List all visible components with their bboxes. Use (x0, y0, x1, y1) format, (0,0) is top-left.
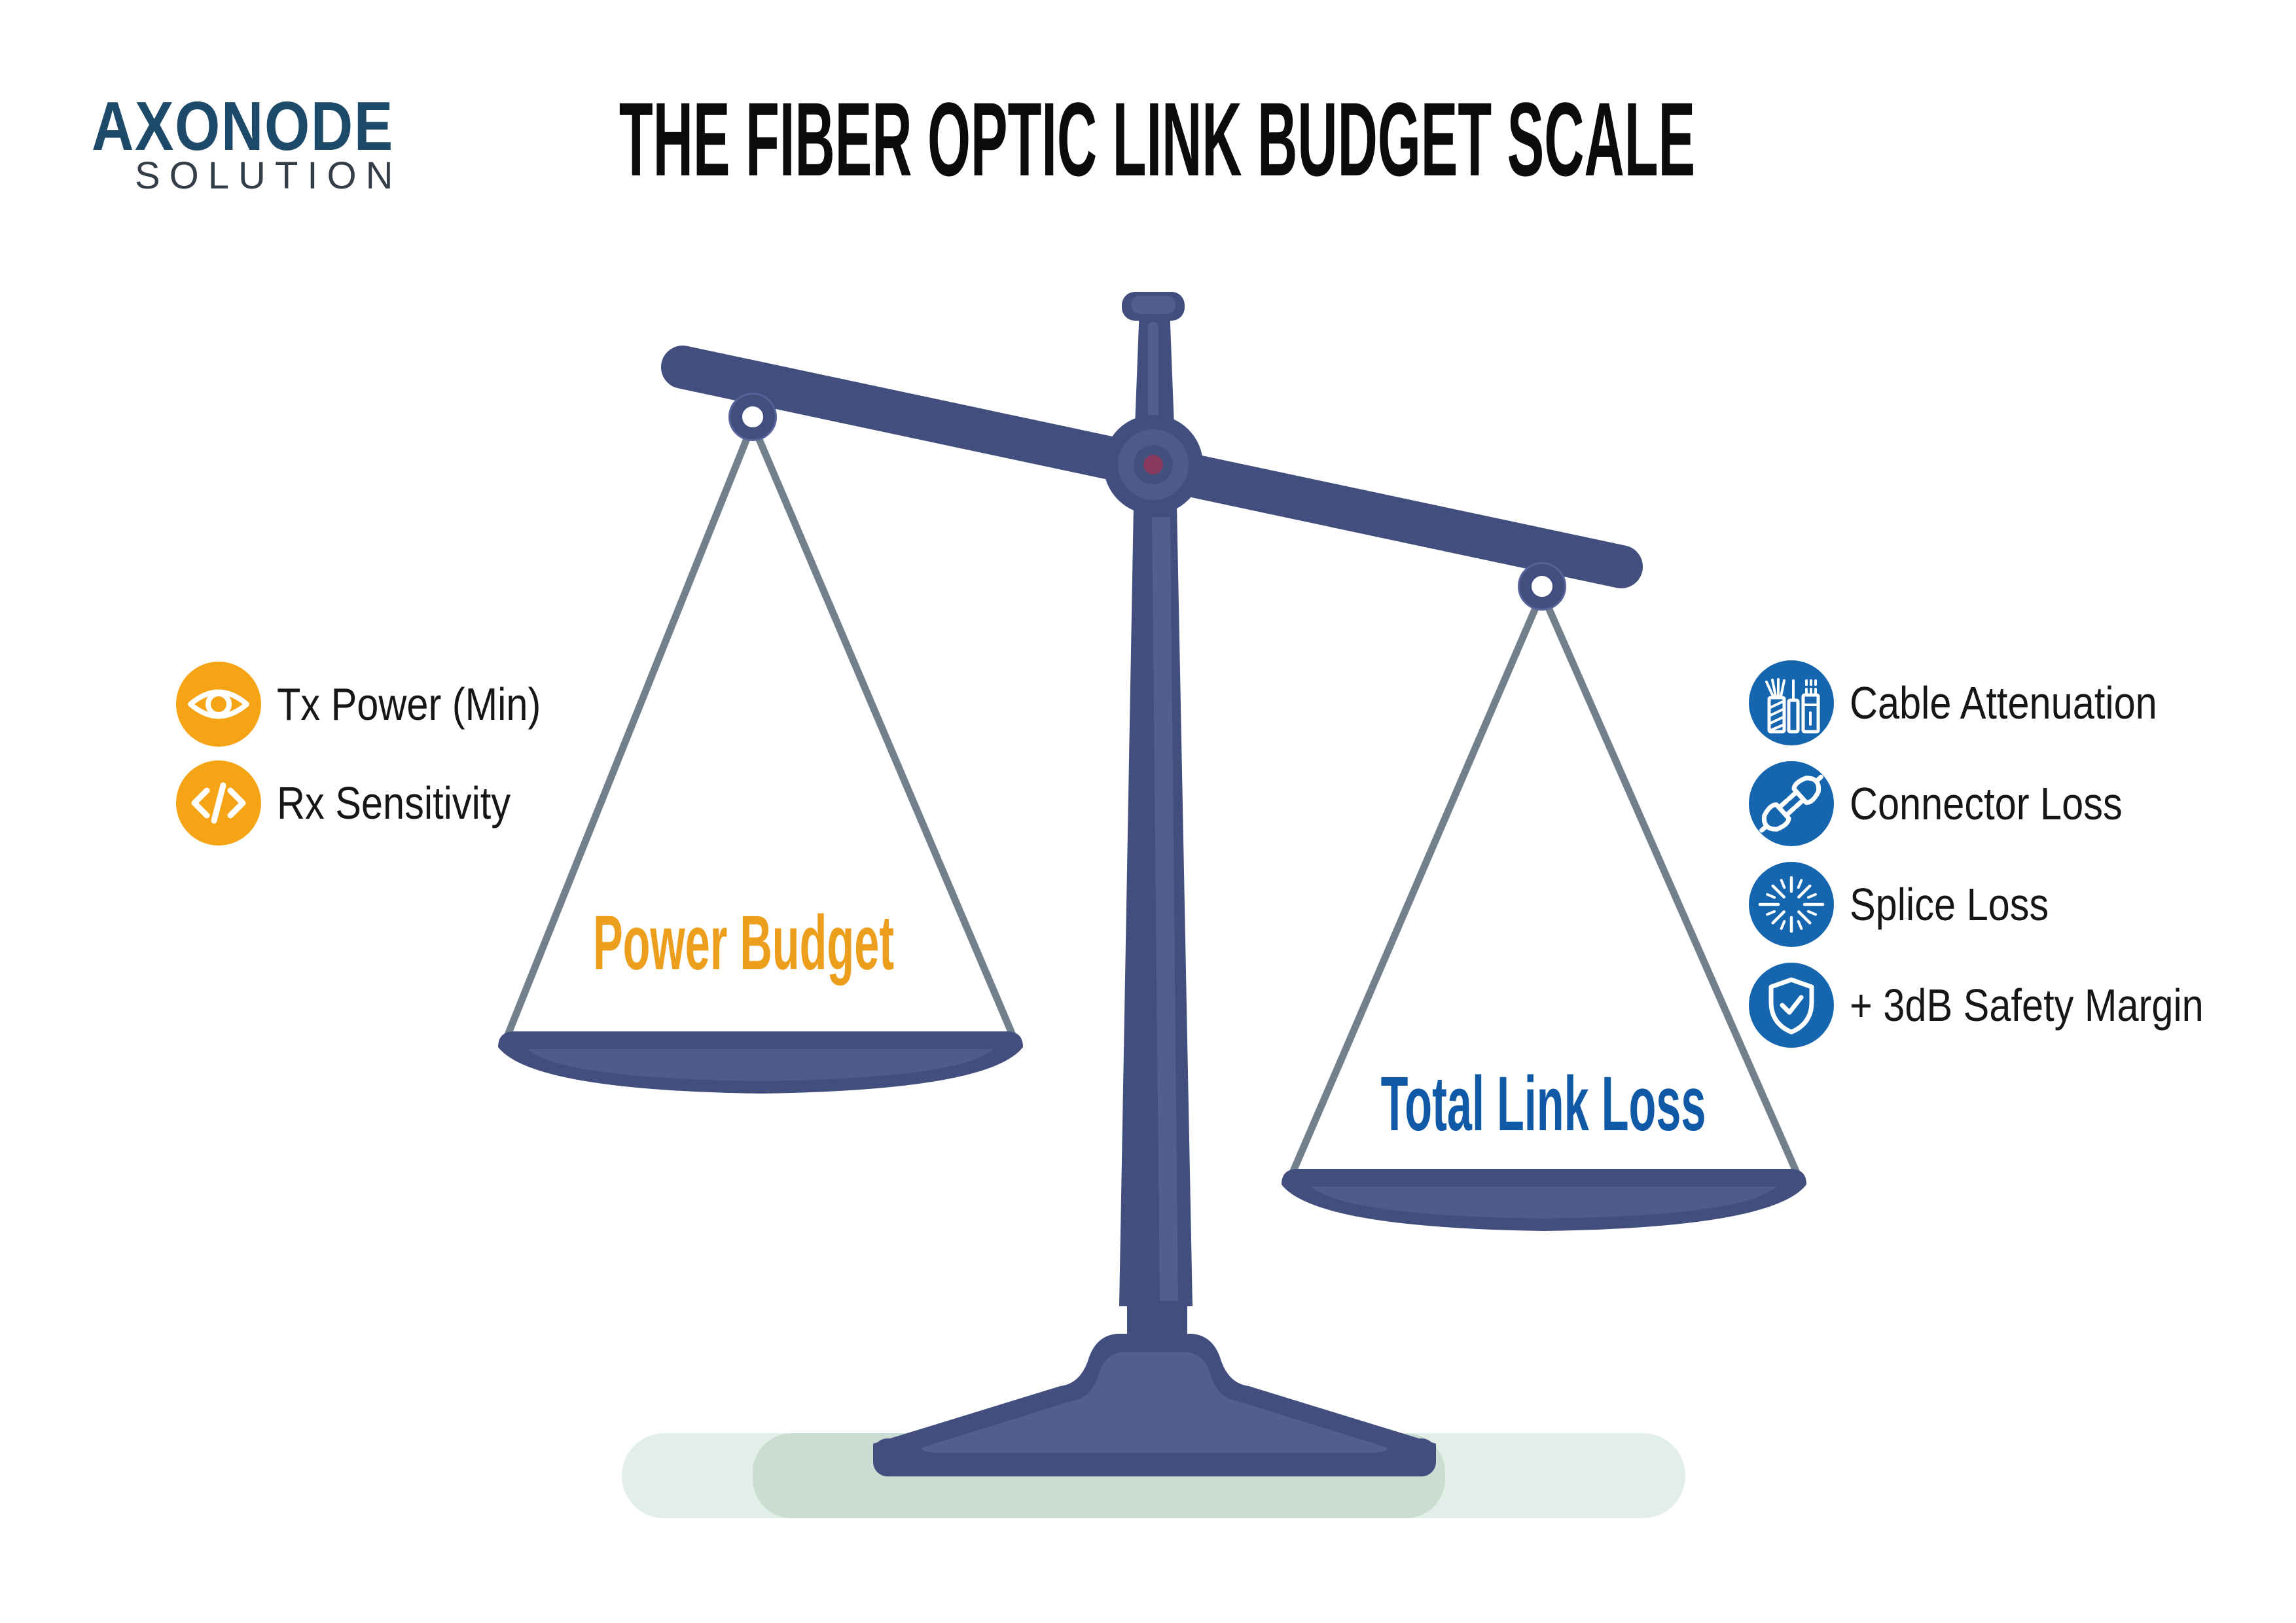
pivot-hub (1103, 415, 1203, 514)
pan-strings (503, 420, 1801, 1178)
scale-pillar (1119, 292, 1193, 1340)
legend-item-connector-loss: Connector Loss (1749, 761, 2170, 846)
brand-tagline: SOLUTION (135, 154, 403, 197)
code-icon (176, 760, 261, 846)
fiber-cable-icon (1749, 660, 1834, 745)
left-pan-string (503, 420, 757, 1042)
connector-plug-icon (1749, 761, 1834, 846)
scale-base (873, 1334, 1436, 1476)
right-pan (1282, 1169, 1806, 1231)
right-hanger-ring (1518, 562, 1566, 611)
legend-item-safety-margin: + 3dB Safety Margin (1749, 963, 2266, 1048)
brand-logo: AXONODE SOLUTION (92, 88, 452, 195)
pillar-top-knob (1122, 292, 1185, 321)
right-pan-string (1288, 589, 1546, 1178)
legend-label: Rx Sensitivity (277, 777, 511, 829)
right-pan-label: Total Link Loss (1380, 1061, 1706, 1147)
legend-label: + 3dB Safety Margin (1850, 980, 2204, 1031)
legend-item-tx-power: Tx Power (Min) (176, 662, 587, 747)
left-hanger-ring (728, 393, 777, 441)
legend-label: Splice Loss (1850, 879, 2049, 930)
page-title: THE FIBER OPTIC LINK BUDGET SCALE (619, 80, 1696, 198)
legend-item-cable-attenuation: Cable Attenuation (1749, 660, 2212, 745)
legend-label: Connector Loss (1850, 778, 2123, 829)
eye-icon (176, 662, 261, 747)
brand-name: AXONODE (92, 88, 394, 165)
left-pan-label: Power Budget (592, 900, 895, 986)
left-pan-string (749, 420, 1018, 1042)
right-pan-string (1538, 589, 1801, 1178)
shield-check-icon (1749, 963, 1834, 1048)
legend-item-rx-sensitivity: Rx Sensitivity (176, 760, 552, 846)
legend-label: Cable Attenuation (1850, 677, 2157, 728)
splice-burst-icon (1749, 862, 1834, 947)
left-pan (498, 1031, 1023, 1094)
legend-label: Tx Power (Min) (277, 679, 541, 730)
legend-item-splice-loss: Splice Loss (1749, 862, 2084, 947)
